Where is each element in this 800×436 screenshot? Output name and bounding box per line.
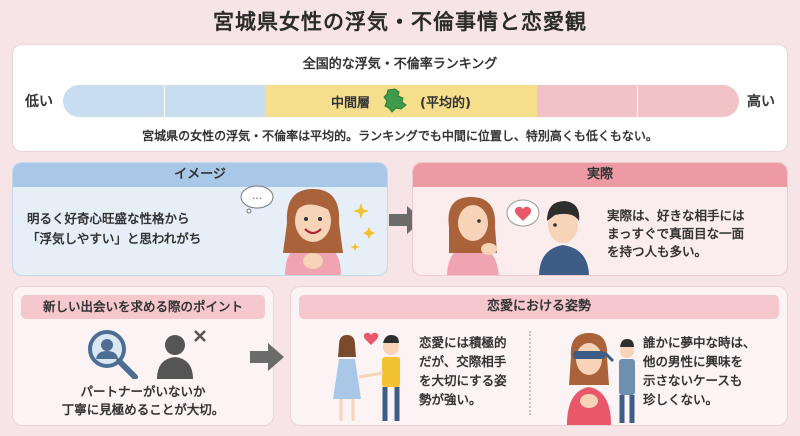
meeting-card: 新しい出会いを求める際のポイント パートナーがいないか 丁寧に見極めることが大切… xyxy=(12,286,274,426)
low-label: 低い xyxy=(25,94,53,110)
couple-holding-hands-illustration xyxy=(333,332,400,421)
ranking-note: 宮城県の女性の浮気・不倫率は平均的。ランキングでも中間に位置し、特別高くも低くも… xyxy=(142,129,658,143)
bar-segment-low-1 xyxy=(63,85,165,117)
love-right-line2: 他の男性に興味を xyxy=(643,354,744,369)
reality-text-line3: を持つ人も多い。 xyxy=(607,244,708,259)
meeting-header: 新しい出会いを求める際のポイント xyxy=(21,295,265,319)
bar-segment-high-2 xyxy=(638,85,739,117)
reality-text-line2: まっすぐで真面目な一面 xyxy=(607,226,745,241)
miyagi-map-icon xyxy=(383,88,407,113)
woman-smiling-illustration: … xyxy=(240,185,375,275)
love-right-line1: 誰かに夢中な時は、 xyxy=(643,335,756,350)
ranking-bar: 中間層 (平均的) xyxy=(63,85,739,117)
person-with-x-icon xyxy=(157,330,206,379)
bar-segment-low-2 xyxy=(164,85,266,117)
page-title: 宮城県女性の浮気・不倫事情と恋愛観 xyxy=(213,10,587,34)
image-text: 明るく好奇心旺盛な性格から 「浮気しやすい」と思われがち xyxy=(27,209,201,249)
magnifier-person-icon xyxy=(88,330,138,379)
section-divider xyxy=(529,331,531,415)
meeting-text-line2: 丁寧に見極めることが大切。 xyxy=(61,402,225,417)
high-label: 高い xyxy=(747,94,775,110)
image-text-line2: 「浮気しやすい」と思われがち xyxy=(27,231,202,246)
middle-label: 中間層 xyxy=(331,95,371,111)
image-card: イメージ 明るく好奇心旺盛な性格から 「浮気しやすい」と思われがち … xyxy=(12,162,388,276)
love-text-left: 恋愛には積極的 だが、交際相手 を大切にする姿 勢が強い。 xyxy=(419,333,507,409)
image-header: イメージ xyxy=(13,163,387,187)
reality-text: 実際は、好きな相手には まっすぐで真面目な一面 を持つ人も多い。 xyxy=(607,207,745,261)
love-header: 恋愛における姿勢 xyxy=(299,295,779,319)
reality-card: 実際 実際は、好きな相手には まっすぐで真面目な一面 を持つ人も多い。 xyxy=(412,162,788,276)
bar-segment-middle: 中間層 (平均的) xyxy=(265,85,537,117)
reality-header: 実際 xyxy=(413,163,787,187)
love-left-line4: 勢が強い。 xyxy=(419,392,482,407)
love-right-line4: 珍しくない。 xyxy=(643,392,719,407)
love-text-right: 誰かに夢中な時は、 他の男性に興味を 示さないケースも 珍しくない。 xyxy=(643,333,756,409)
ranking-card: 全国的な浮気・不倫率ランキング 低い 中間層 (平均的) 高い 宮城県の女性の浮… xyxy=(12,44,788,152)
middle-sub-label: (平均的) xyxy=(420,95,471,111)
reality-text-line1: 実際は、好きな相手には xyxy=(607,208,745,223)
meeting-text-line1: パートナーがいないか xyxy=(80,384,206,399)
meeting-text: パートナーがいないか 丁寧に見極めることが大切。 xyxy=(13,383,273,419)
thought-bubble: … xyxy=(252,191,262,202)
love-left-line3: を大切にする姿 xyxy=(419,373,507,388)
image-text-line1: 明るく好奇心旺盛な性格から xyxy=(27,211,190,226)
love-right-line3: 示さないケースも xyxy=(643,373,743,388)
right-arrow-icon xyxy=(250,343,284,371)
blindfolded-woman-illustration xyxy=(567,333,635,425)
ranking-heading: 全国的な浮気・不倫率ランキング xyxy=(302,57,498,72)
love-left-line2: だが、交際相手 xyxy=(419,354,507,369)
bar-segment-high-1 xyxy=(536,85,639,117)
couple-illustration xyxy=(447,197,589,275)
love-attitude-card: 恋愛における姿勢 恋愛には積極的 だが、交際相手 を大切にする姿 勢が強い。 誰… xyxy=(290,286,788,426)
love-left-line1: 恋愛には積極的 xyxy=(419,335,507,350)
